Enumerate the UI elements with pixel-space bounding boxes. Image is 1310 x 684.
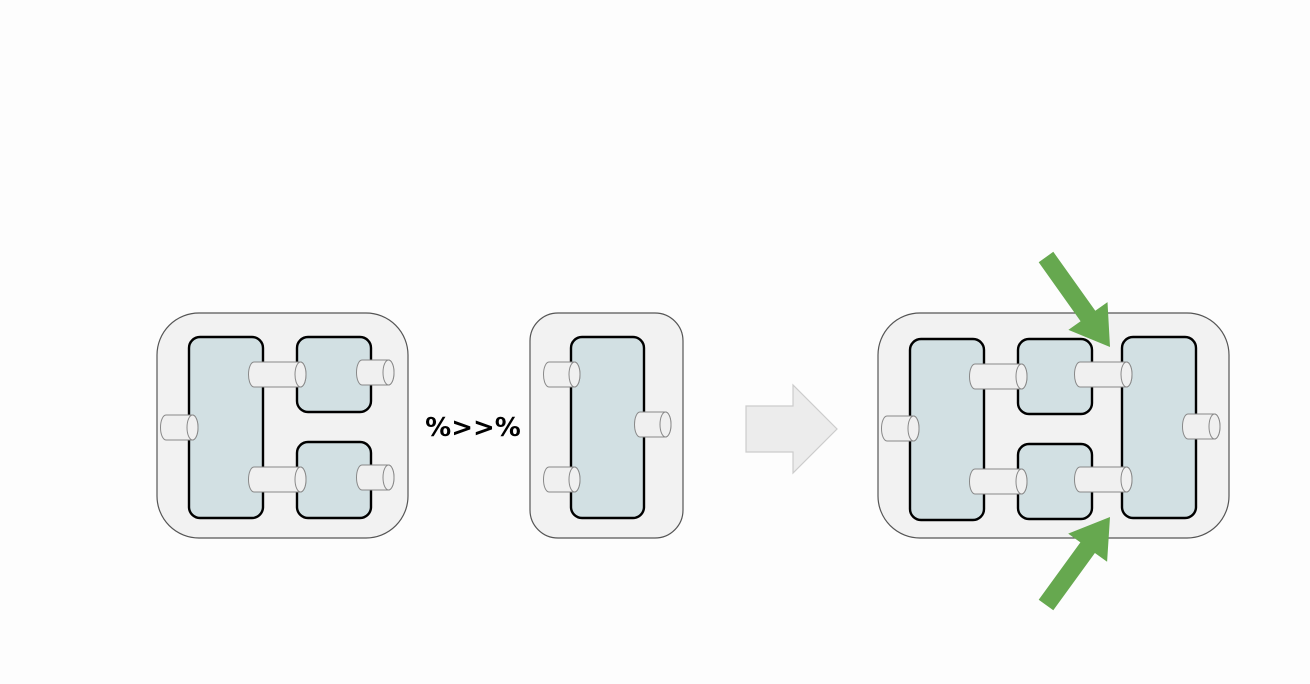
highlight-arrow-icon xyxy=(1038,251,1110,347)
connector-icon xyxy=(1074,361,1133,388)
middle-block xyxy=(569,335,646,520)
highlight-arrow-icon xyxy=(1038,517,1110,611)
connector-icon xyxy=(969,468,1028,495)
connector-icon xyxy=(543,361,581,388)
connector-icon xyxy=(248,361,307,388)
connector-icon xyxy=(356,359,395,386)
result-component xyxy=(877,312,1230,539)
connector-icon xyxy=(1074,466,1133,493)
connector-icon xyxy=(356,464,395,491)
left-component xyxy=(156,312,409,539)
connector-icon xyxy=(634,411,672,438)
pipe-operator-label: %>>% xyxy=(425,413,521,443)
connector-icon xyxy=(543,466,581,493)
connector-icon xyxy=(969,363,1028,390)
connector-icon xyxy=(1182,413,1221,440)
transform-arrow-icon xyxy=(745,383,838,475)
connector-icon xyxy=(881,415,920,442)
middle-component xyxy=(529,312,684,539)
connector-icon xyxy=(160,414,199,441)
connector-icon xyxy=(248,466,307,493)
